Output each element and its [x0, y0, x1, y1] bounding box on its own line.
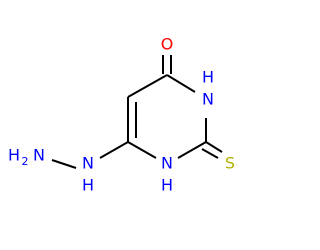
nh-top-n-label: N [202, 90, 214, 109]
bond-c4-c5 [127, 74, 168, 98]
structure-diagram: O H N N H S N H H 2 N [8, 35, 235, 195]
nh-top-h-label: H [202, 68, 214, 87]
bond-c2-s-double [201, 148, 219, 159]
sulfur-label: S [225, 154, 235, 173]
nh-bottom-n-label: N [161, 154, 173, 173]
hydrazine-h-label: H [82, 176, 94, 195]
bond-n3-c4 [166, 74, 196, 93]
molecule-svg: O H N N H S N H H 2 N [8, 35, 235, 195]
nh2-h-label: H [8, 146, 20, 165]
bond-c6-n1 [127, 141, 157, 159]
bond-c2-s [205, 141, 223, 153]
nh2-n-label: N [33, 146, 45, 165]
nh-bottom-h-label: H [161, 176, 173, 195]
oxygen-label: O [161, 35, 174, 54]
bond-nh-nh2 [51, 159, 77, 169]
bond-n1-c2 [177, 141, 207, 159]
bond-c6-nh [99, 141, 129, 159]
hydrazine-n-label: N [82, 154, 94, 173]
nh2-subscript-label: 2 [22, 155, 29, 168]
